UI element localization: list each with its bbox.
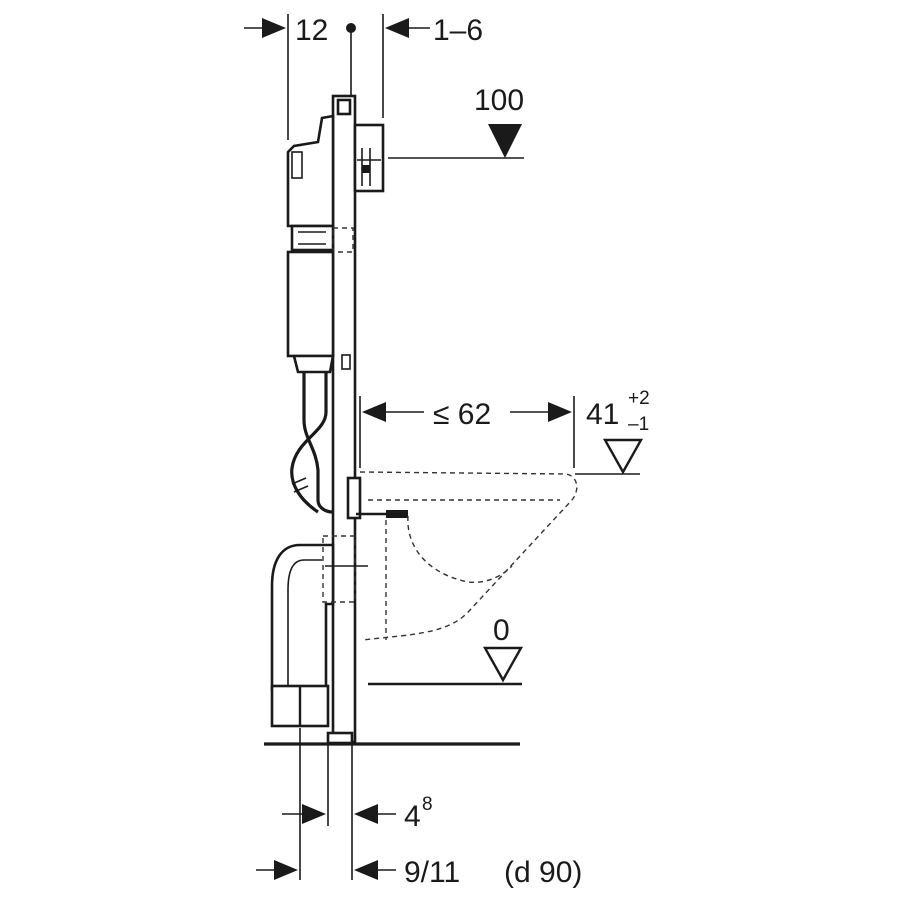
wc-bowl-outline bbox=[359, 471, 578, 641]
bowl-inner-curve bbox=[407, 515, 513, 584]
cistern-lower-body bbox=[286, 250, 335, 358]
wc-bracket bbox=[346, 476, 362, 520]
projection-arrow-right bbox=[548, 402, 572, 422]
dim-4-exponent: 8 bbox=[422, 794, 433, 815]
dim-9-arrow-right bbox=[354, 860, 378, 880]
flush-pipe bbox=[290, 372, 334, 514]
flush-pipe-inner bbox=[290, 372, 328, 514]
dim-4-arrow-right bbox=[354, 804, 378, 824]
level-triangle-outline-seat bbox=[602, 438, 644, 475]
dim-9-arrow-left bbox=[274, 860, 298, 880]
flush-pipe-tick-2 bbox=[293, 485, 309, 493]
seat-height-tol-plus: +2 bbox=[628, 388, 650, 409]
seat-height-tol-minus: –1 bbox=[628, 414, 649, 435]
frame-post bbox=[331, 94, 357, 744]
level-triangle-outline-floor bbox=[482, 646, 524, 683]
axis-dot bbox=[346, 23, 356, 33]
arrow-head-left bbox=[262, 18, 286, 38]
dim-9-11-label: 9/11 bbox=[404, 856, 460, 889]
frame-foot bbox=[326, 731, 354, 745]
dim-12-label: 12 bbox=[295, 14, 328, 47]
cistern-clamp-hidden bbox=[332, 227, 354, 253]
seat-height-marker: 41 +2 –1 bbox=[575, 388, 650, 475]
dim-4-label: 4 bbox=[404, 800, 421, 833]
flush-pipe-tick-1 bbox=[291, 477, 307, 485]
bottom-dimensions: 4 8 9/11 (d 90) bbox=[256, 728, 582, 889]
dim-d90-label: (d 90) bbox=[504, 856, 582, 889]
fixing-bolt-nut bbox=[386, 510, 408, 518]
drain-connector-hidden bbox=[322, 535, 356, 603]
height-100-label: 100 bbox=[474, 84, 524, 117]
projection-label: ≤ 62 bbox=[433, 398, 491, 431]
actuator-plate-mount bbox=[353, 123, 385, 193]
drain-bend-outer bbox=[270, 543, 335, 692]
installation-frame bbox=[326, 94, 408, 745]
frame-label-plate bbox=[341, 354, 351, 370]
top-dimension-group: 12 1–6 bbox=[244, 14, 483, 140]
mount-bolt bbox=[362, 165, 370, 173]
drain-bend bbox=[270, 535, 368, 728]
projection-dimension: ≤ 62 bbox=[359, 396, 575, 468]
cistern-outlet-collar bbox=[292, 354, 335, 374]
seat-height-main: 41 bbox=[586, 398, 619, 431]
dim-1-6-label: 1–6 bbox=[433, 14, 483, 47]
drain-bend-inner bbox=[287, 559, 322, 690]
arrow-head-right bbox=[385, 18, 409, 38]
projection-arrow-left bbox=[362, 402, 386, 422]
height-marker-100: 100 bbox=[388, 84, 524, 159]
dim-4-arrow-left bbox=[302, 804, 326, 824]
level-triangle-filled bbox=[488, 124, 522, 158]
floor-zero-label: 0 bbox=[493, 614, 510, 647]
bowl-body-outline bbox=[359, 471, 578, 641]
cistern-upper-body bbox=[286, 114, 335, 228]
floor-marker: 0 bbox=[368, 614, 524, 686]
cistern-inlet bbox=[291, 151, 303, 179]
cistern-clamp bbox=[290, 224, 335, 252]
flush-pipe-outer bbox=[302, 372, 334, 514]
cistern bbox=[286, 114, 354, 374]
frame-top-cap bbox=[336, 98, 352, 116]
